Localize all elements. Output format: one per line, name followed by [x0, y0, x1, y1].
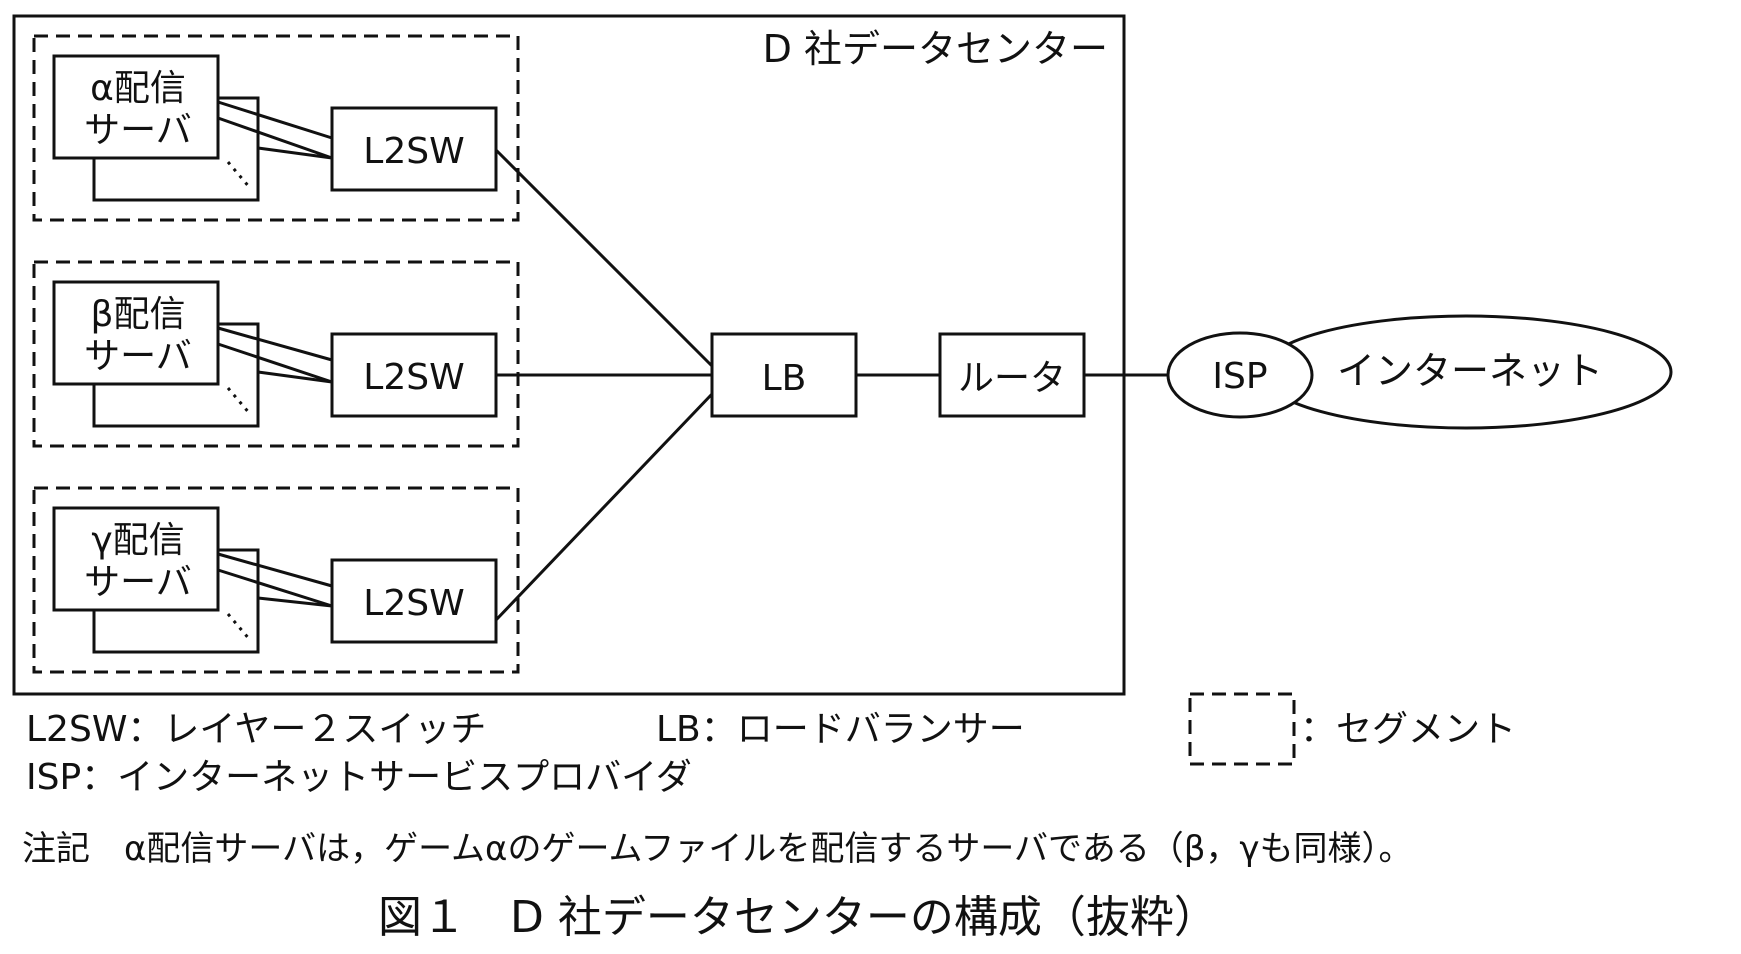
segment-beta: β配信 サーバ L2SW: [32, 260, 520, 448]
stack-ellipsis: [226, 161, 252, 189]
segment-alpha: α配信 サーバ L2SW: [32, 34, 520, 222]
segment-boundary: [32, 486, 520, 674]
datacenter-label: D 社データセンター: [763, 27, 1108, 71]
l2sw-lb-link: [494, 148, 714, 368]
l2sw-label: L2SW: [363, 131, 464, 172]
server-link: [217, 552, 333, 588]
server-link: [217, 326, 333, 362]
legend-l2sw: L2SW：レイヤー２スイッチ: [26, 709, 487, 750]
l2sw-label: L2SW: [363, 583, 464, 624]
server-label-line1: β配信: [91, 294, 186, 335]
server-label-line1: γ配信: [91, 520, 184, 561]
legend-lb: LB：ロードバランサー: [656, 709, 1025, 750]
server-label-line2: サーバ: [84, 110, 192, 151]
server-label-line2: サーバ: [84, 562, 192, 603]
server-box: [52, 280, 220, 386]
datacenter-boundary: [12, 14, 1126, 696]
stack-ellipsis: [226, 613, 252, 641]
server-box: [52, 506, 220, 612]
lb-label: LB: [762, 358, 807, 399]
l2sw-box: [330, 106, 498, 192]
server-link: [217, 100, 333, 140]
stack-ellipsis: [226, 387, 252, 415]
internet-label: インターネット: [1337, 349, 1603, 393]
router-label: ルータ: [958, 358, 1066, 399]
segment-boundary: [32, 34, 520, 222]
server-label-line2: サーバ: [84, 336, 192, 377]
server-label-line1: α配信: [90, 68, 186, 109]
server-link: [257, 370, 333, 384]
segment-boundary: [32, 260, 520, 448]
server-link: [217, 116, 333, 160]
lb-box: [710, 332, 858, 418]
isp-node: [1166, 331, 1314, 419]
server-link: [257, 146, 333, 160]
segment-legend-sample: [1188, 692, 1296, 766]
l2sw-lb-link: [494, 392, 714, 622]
isp-label: ISP: [1212, 356, 1267, 397]
server-link: [217, 568, 333, 608]
l2sw-box: [330, 332, 498, 418]
l2sw-label: L2SW: [363, 357, 464, 398]
diagram-note: 注記 α配信サーバは，ゲームαのゲームファイルを配信するサーバである（β，γも同…: [22, 829, 1413, 869]
server-link: [217, 342, 333, 384]
segment-gamma: γ配信 サーバ L2SW: [32, 486, 520, 674]
legend-isp: ISP：インターネットサービスプロバイダ: [26, 757, 692, 798]
figure-caption: 図１ D 社データセンターの構成（抜粋）: [378, 892, 1218, 943]
legend-segment: ：セグメント: [1300, 709, 1517, 750]
server-box: [52, 54, 220, 160]
server-link: [257, 596, 333, 608]
l2sw-box: [330, 558, 498, 644]
